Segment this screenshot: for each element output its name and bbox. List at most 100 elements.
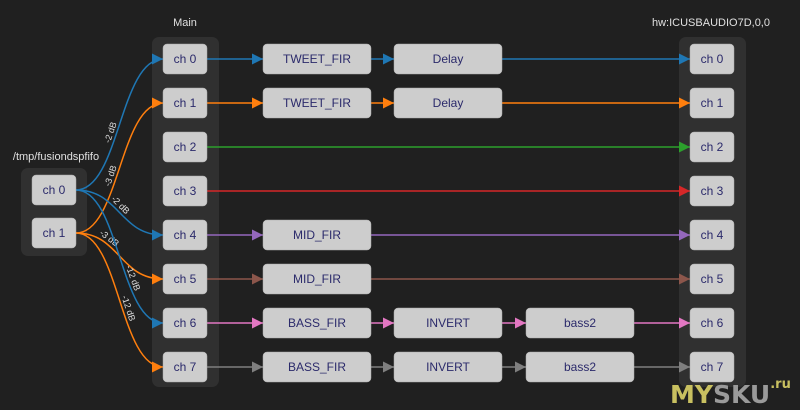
filter-bass2[interactable]: bass2	[525, 351, 635, 383]
filter-tweet-fir-label: TWEET_FIR	[283, 52, 351, 66]
main-node-ch7-label: ch 7	[174, 360, 197, 374]
main-group-title: Main	[173, 17, 197, 29]
filter-delay[interactable]: Delay	[393, 87, 503, 119]
output-node-ch2-label: ch 2	[701, 140, 724, 154]
watermark-suffix: .ru	[770, 377, 791, 392]
main-node-ch6[interactable]: ch 6	[162, 307, 208, 339]
filter-mid-fir[interactable]: MID_FIR	[262, 263, 372, 295]
filter-bass2-box	[525, 307, 635, 339]
main-node-ch4-label: ch 4	[174, 228, 197, 242]
filter-tweet-fir-label: TWEET_FIR	[283, 96, 351, 110]
filter-bass2[interactable]: bass2	[525, 307, 635, 339]
main-node-ch1[interactable]: ch 1	[162, 87, 208, 119]
output-node-ch1-box	[689, 87, 735, 119]
output-node-ch7-label: ch 7	[701, 360, 724, 374]
filter-tweet-fir[interactable]: TWEET_FIR	[262, 87, 372, 119]
main-node-ch2[interactable]: ch 2	[162, 131, 208, 163]
main-node-ch2-box	[162, 131, 208, 163]
mixer-edge	[75, 189, 164, 241]
output-node-ch7-box	[689, 351, 735, 383]
filter-bass2-label: bass2	[564, 316, 596, 330]
mixer-edge	[75, 232, 164, 373]
input-node-ch1-label: ch 1	[43, 226, 66, 240]
filter-bass2-box	[525, 351, 635, 383]
input-node-ch1-box	[31, 217, 77, 249]
output-group	[679, 37, 746, 387]
main-node-ch0-box	[162, 43, 208, 75]
filter-invert-label: INVERT	[426, 316, 470, 330]
watermark-text-a: MY	[670, 380, 714, 409]
output-node-ch2[interactable]: ch 2	[689, 131, 735, 163]
output-node-ch1-label: ch 1	[701, 96, 724, 110]
output-node-ch7[interactable]: ch 7	[689, 351, 735, 383]
input-node-ch0-label: ch 0	[43, 183, 66, 197]
filter-tweet-fir[interactable]: TWEET_FIR	[262, 43, 372, 75]
filter-delay-box	[393, 87, 503, 119]
filter-invert[interactable]: INVERT	[393, 351, 503, 383]
filter-invert-box	[393, 351, 503, 383]
output-node-ch3[interactable]: ch 3	[689, 175, 735, 207]
main-node-ch7-box	[162, 351, 208, 383]
input-group-title: /tmp/fusiondspfifo	[13, 151, 99, 163]
output-node-ch5[interactable]: ch 5	[689, 263, 735, 295]
filter-tweet-fir-box	[262, 43, 372, 75]
filter-bass2-label: bass2	[564, 360, 596, 374]
output-node-ch0-label: ch 0	[701, 52, 724, 66]
output-node-ch6-label: ch 6	[701, 316, 724, 330]
main-node-ch3-box	[162, 175, 208, 207]
output-node-ch3-label: ch 3	[701, 184, 724, 198]
main-node-ch3-label: ch 3	[174, 184, 197, 198]
watermark: MYSKU.ru	[670, 377, 791, 409]
filter-mid-fir-label: MID_FIR	[293, 272, 341, 286]
output-node-ch5-box	[689, 263, 735, 295]
output-node-ch0-box	[689, 43, 735, 75]
filter-bass-fir-box	[262, 307, 372, 339]
main-node-ch1-box	[162, 87, 208, 119]
main-node-ch2-label: ch 2	[174, 140, 197, 154]
output-node-ch4-box	[689, 219, 735, 251]
filter-delay-label: Delay	[433, 52, 464, 66]
filter-bass-fir-label: BASS_FIR	[288, 360, 346, 374]
output-node-ch6[interactable]: ch 6	[689, 307, 735, 339]
main-node-ch4-box	[162, 219, 208, 251]
filter-bass-fir[interactable]: BASS_FIR	[262, 351, 372, 383]
main-node-ch4[interactable]: ch 4	[162, 219, 208, 251]
output-node-ch1[interactable]: ch 1	[689, 87, 735, 119]
watermark-text-b: SKU	[713, 380, 770, 409]
output-group-title: hw:ICUSBAUDIO7D,0,0	[652, 17, 770, 29]
main-node-ch0[interactable]: ch 0	[162, 43, 208, 75]
filter-tweet-fir-box	[262, 87, 372, 119]
main-node-ch1-label: ch 1	[174, 96, 197, 110]
main-node-ch0-label: ch 0	[174, 52, 197, 66]
filter-bass-fir[interactable]: BASS_FIR	[262, 307, 372, 339]
filter-bass-fir-box	[262, 351, 372, 383]
main-node-ch5-box	[162, 263, 208, 295]
filter-invert[interactable]: INVERT	[393, 307, 503, 339]
main-node-ch3[interactable]: ch 3	[162, 175, 208, 207]
main-node-ch5-label: ch 5	[174, 272, 197, 286]
input-node-ch0[interactable]: ch 0	[31, 174, 77, 206]
filter-delay[interactable]: Delay	[393, 43, 503, 75]
output-node-ch4[interactable]: ch 4	[689, 219, 735, 251]
filter-invert-label: INVERT	[426, 360, 470, 374]
filter-mid-fir-box	[262, 219, 372, 251]
output-node-ch0[interactable]: ch 0	[689, 43, 735, 75]
mixer-edge	[75, 189, 164, 329]
main-node-ch5[interactable]: ch 5	[162, 263, 208, 295]
mixer-edge	[75, 97, 164, 234]
input-node-ch1[interactable]: ch 1	[31, 217, 77, 249]
mixer-edge	[75, 53, 164, 191]
filter-mid-fir-label: MID_FIR	[293, 228, 341, 242]
output-node-ch3-box	[689, 175, 735, 207]
filter-mid-fir-box	[262, 263, 372, 295]
output-node-ch5-label: ch 5	[701, 272, 724, 286]
main-node-ch6-label: ch 6	[174, 316, 197, 330]
main-node-ch6-box	[162, 307, 208, 339]
filter-delay-label: Delay	[433, 96, 464, 110]
input-node-ch0-box	[31, 174, 77, 206]
filter-bass-fir-label: BASS_FIR	[288, 316, 346, 330]
filter-invert-box	[393, 307, 503, 339]
filter-mid-fir[interactable]: MID_FIR	[262, 219, 372, 251]
main-node-ch7[interactable]: ch 7	[162, 351, 208, 383]
